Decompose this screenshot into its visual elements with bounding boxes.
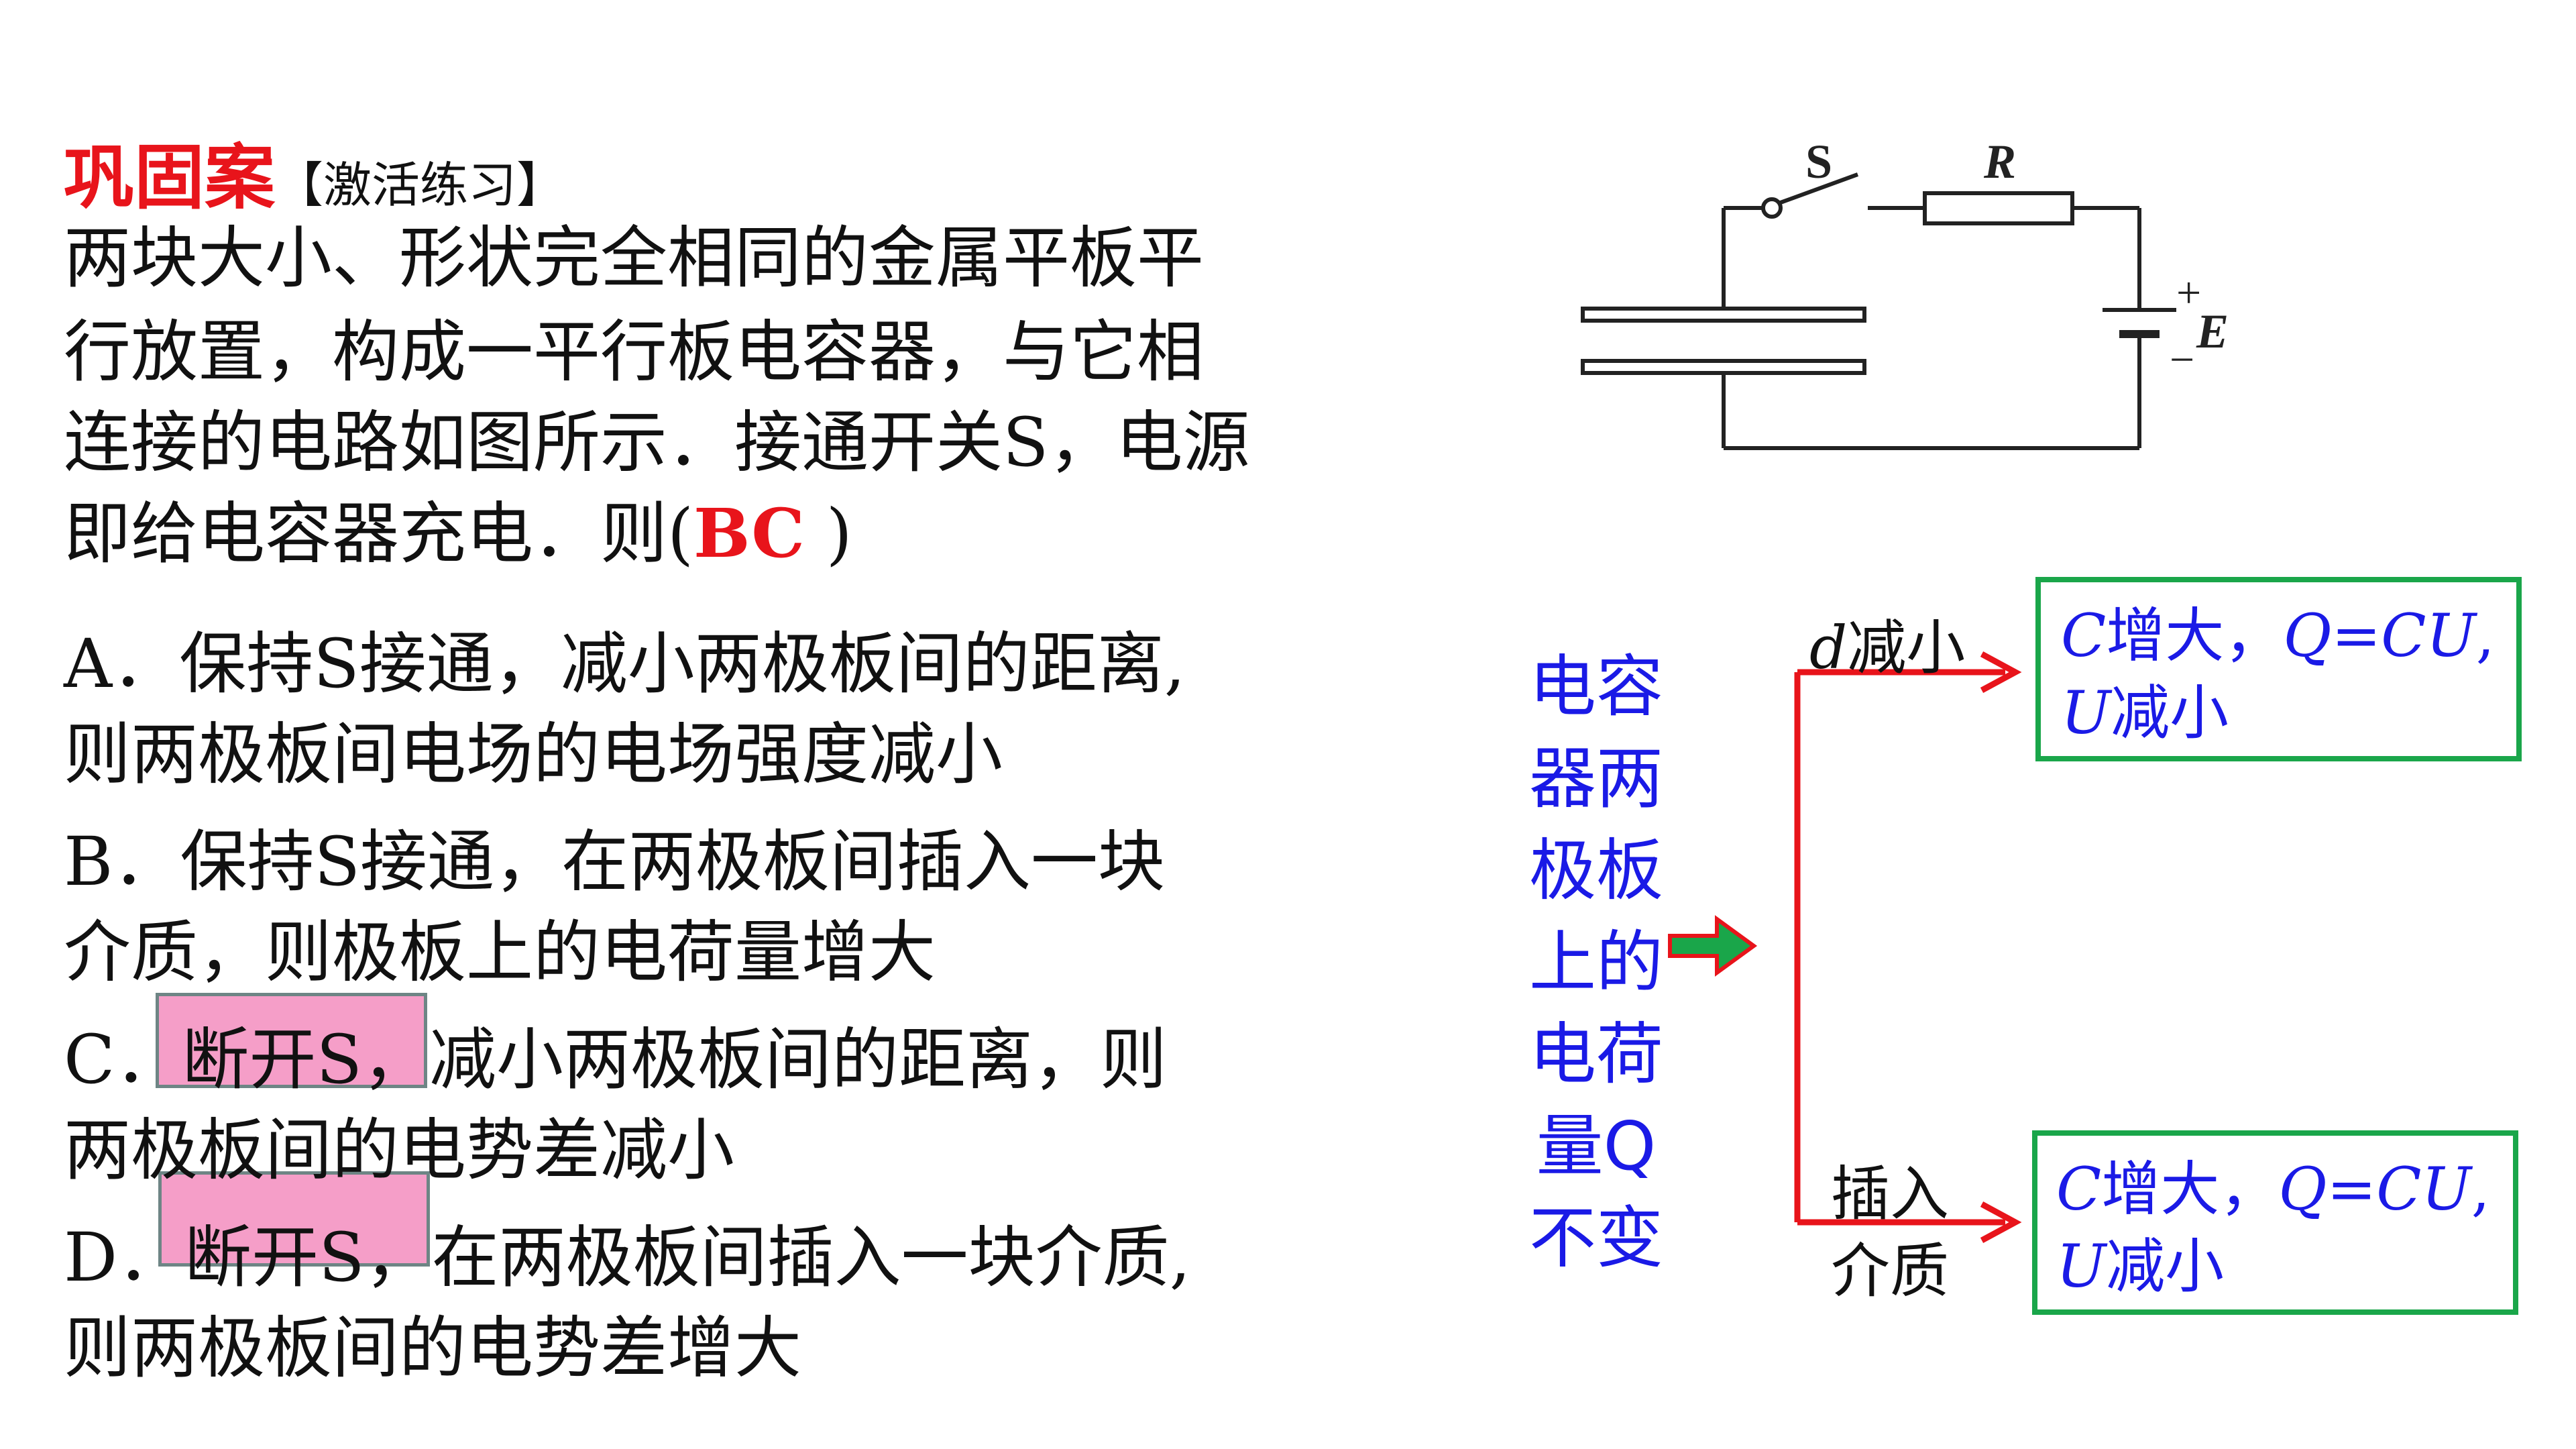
equals: = <box>2327 1155 2377 1224</box>
resistor <box>1923 191 2074 225</box>
var-u: U <box>2061 678 2111 747</box>
switch-blade <box>1777 172 1859 205</box>
circuit-diagram: S R + − E <box>1581 135 2229 450</box>
text-increase: 增大， <box>2101 1155 2279 1224</box>
text-decrease: 减小 <box>2106 1232 2225 1301</box>
var-c: C <box>2061 601 2107 670</box>
emf-label: E <box>2196 305 2229 358</box>
question-last-prefix: 即给电容器充电．则( <box>64 494 694 573</box>
option-b-line-1: B．保持S接通，在两极板间插入一块 <box>64 822 1165 901</box>
summary-line-3: 极板 <box>1529 831 1663 910</box>
option-d-line-2: 则两极板间的电势差增大 <box>64 1309 801 1387</box>
result-bottom-line-2: U减小 <box>2056 1230 2224 1303</box>
question-line-4: 即给电容器充电．则(BC ) <box>64 500 852 568</box>
switch-label: S <box>1805 135 1832 189</box>
result-box-bottom: C增大，Q=CU, U减小 <box>2032 1130 2518 1315</box>
option-a-line-2: 则两极板间电场的电场强度减小 <box>64 715 1003 794</box>
minus-sign: − <box>2170 335 2194 384</box>
question-line-2: 行放置，构成一平行板电容器，与它相 <box>64 313 1204 391</box>
right-arrow-icon <box>1668 915 1758 977</box>
var-u: U <box>2056 1232 2107 1301</box>
branch-bottom-label: 插入 介质 <box>1831 1155 1949 1309</box>
capacitor-bottom-plate <box>1581 359 1866 375</box>
branch-top-text: 减小 <box>1847 613 1966 682</box>
summary-line-5: 电荷 <box>1529 1015 1663 1093</box>
title-main: 巩固案 <box>64 136 276 219</box>
title-sub: 【激活练习】 <box>275 157 565 213</box>
capacitor-top-plate <box>1581 307 1866 323</box>
branch-top-var: d <box>1809 613 1848 682</box>
var-q: Q <box>2283 601 2332 670</box>
switch-contact <box>1761 197 1783 219</box>
var-q: Q <box>2278 1155 2327 1224</box>
branch-bottom-line-2: 介质 <box>1831 1236 1950 1305</box>
var-cu: CU <box>2381 601 2476 670</box>
branch-top-arrowhead-icon <box>1980 651 2022 693</box>
resistor-label: R <box>1983 135 2016 189</box>
summary-line-7: 不变 <box>1529 1199 1663 1277</box>
result-top-line-1: C增大，Q=CU, <box>2061 599 2495 673</box>
answer-text: BC <box>693 494 805 573</box>
branch-bottom-arrowhead-icon <box>1980 1201 2022 1243</box>
summary-line-6: 量Q <box>1536 1107 1657 1185</box>
result-top-line-2: U减小 <box>2061 676 2229 750</box>
question-last-suffix: ) <box>804 494 852 573</box>
text-decrease: 减小 <box>2111 678 2229 747</box>
option-c-line-1: C．断开S，减小两极板间的距离，则 <box>64 1020 1168 1099</box>
branch-top-label: d减小 <box>1809 600 1965 686</box>
question-line-1: 两块大小、形状完全相同的金属平板平 <box>64 219 1204 297</box>
var-c: C <box>2056 1155 2102 1224</box>
summary-line-2: 器两 <box>1529 739 1663 818</box>
result-bottom-line-1: C增大，Q=CU, <box>2056 1152 2490 1226</box>
comma: , <box>2471 1155 2490 1224</box>
option-b-line-2: 介质，则极板上的电荷量增大 <box>64 913 936 991</box>
plus-sign: + <box>2176 268 2201 317</box>
highlight-box-d <box>158 1171 430 1267</box>
summary-line-1: 电容 <box>1529 647 1663 726</box>
option-d-line-1: D．断开S，在两极板间插入一块介质, <box>64 1218 1191 1297</box>
summary-arrows <box>1668 651 2022 1243</box>
branch-bottom-line-1: 插入 <box>1831 1159 1950 1228</box>
equals: = <box>2331 601 2382 670</box>
comma: , <box>2475 601 2495 670</box>
summary-line-4: 上的 <box>1529 923 1663 1002</box>
option-c-line-2: 两极板间的电势差减小 <box>64 1111 734 1189</box>
result-box-top: C增大，Q=CU, U减小 <box>2035 577 2522 761</box>
summary-vertical-text: 电容 器两 极板 上的 电荷 量Q 不变 <box>1519 641 1673 1284</box>
option-a-line-1: A．保持S接通，减小两极板间的距离, <box>64 625 1186 703</box>
question-line-3: 连接的电路如图所示．接通开关S，电源 <box>64 403 1250 482</box>
var-cu: CU <box>2376 1155 2471 1224</box>
text-increase: 增大， <box>2106 601 2284 670</box>
highlight-box-c <box>156 993 427 1088</box>
page-title: 巩固案【激活练习】 <box>64 121 565 223</box>
